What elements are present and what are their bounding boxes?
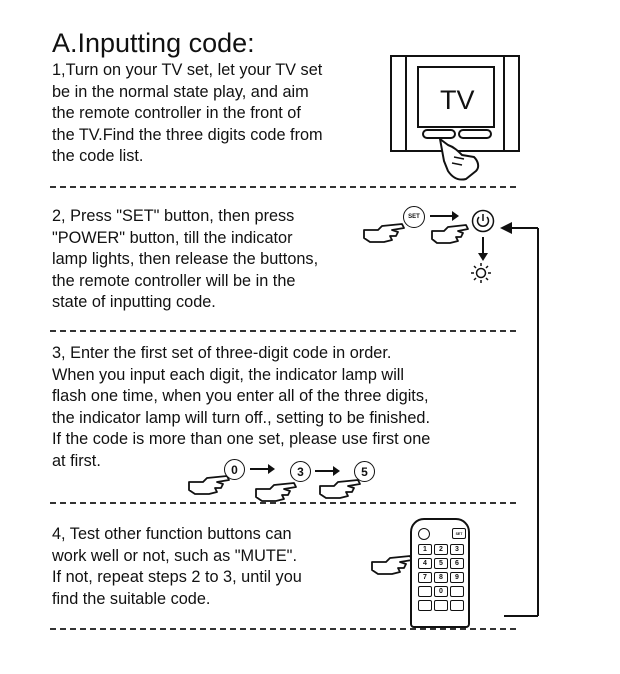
remote-key: 0 (434, 586, 448, 597)
digit-3-button-icon: 3 (290, 461, 311, 482)
step3-text: 3, Enter the first set of three-digit co… (52, 343, 430, 473)
set-button-label: SET (408, 214, 420, 220)
step2-line: "POWER" button, till the indicator (52, 228, 293, 247)
step4-line: 4, Test other function buttons can (52, 525, 292, 543)
pointing-hand-icon (319, 479, 361, 499)
step3-line: When you input each digit, the indicator… (52, 365, 405, 384)
remote-key: 6 (450, 558, 464, 569)
tv-label: TV (440, 85, 475, 115)
remote-key: 8 (434, 572, 448, 583)
digit-label: 5 (361, 464, 368, 479)
remote-key: 1 (418, 544, 432, 555)
digit-5-button-icon: 5 (354, 461, 375, 482)
digit-label: 0 (231, 462, 238, 477)
step3-line: If the code is more than one set, please… (52, 430, 431, 449)
pointing-hand-icon (363, 223, 405, 243)
step4-line: If not, repeat steps 2 to 3, until you (52, 568, 302, 587)
step3-line: at first. (52, 451, 101, 470)
step3-line: 3, Enter the first set of three-digit co… (52, 344, 392, 362)
step2-line: the remote controller will be in the (52, 271, 296, 290)
indicator-lamp-icon (471, 263, 491, 283)
remote-key-blank (450, 600, 464, 611)
remote-key: 7 (418, 572, 432, 583)
step3-line: the indicator lamp will turn off., setti… (52, 408, 430, 427)
step4-line: work well or not, such as "MUTE". (52, 546, 297, 565)
step2-line: state of inputting code. (52, 293, 216, 312)
remote-key-blank (418, 586, 432, 597)
power-button-icon (471, 209, 495, 233)
remote-key-blank (450, 586, 464, 597)
remote-keypad: 1 2 3 4 5 6 7 8 9 0 (418, 544, 464, 611)
divider (50, 330, 516, 332)
set-button-icon: SET (403, 206, 425, 228)
remote-key-blank (434, 600, 448, 611)
remote-key-blank (418, 600, 432, 611)
divider (50, 186, 516, 188)
remote-key: 4 (418, 558, 432, 569)
step2-line: 2, Press "SET" button, then press (52, 207, 295, 225)
arrow-down-icon (478, 237, 488, 261)
step1-line: the code list. (52, 147, 144, 166)
step1-line: 1,Turn on your TV set, let your TV set (52, 61, 323, 79)
remote-key: 9 (450, 572, 464, 583)
step2-text: 2, Press "SET" button, then press "POWER… (52, 206, 318, 314)
step1-text: 1,Turn on your TV set, let your TV set b… (52, 60, 323, 168)
remote-key: 2 (434, 544, 448, 555)
remote-key: 5 (434, 558, 448, 569)
divider (50, 628, 516, 630)
step4-line: find the suitable code. (52, 589, 211, 608)
arrow-right-icon (250, 464, 275, 474)
pointing-hand-icon (188, 475, 230, 495)
pointing-hand-icon (255, 482, 297, 502)
return-arrow-icon (500, 222, 539, 617)
step1-line: the remote controller in the front of (52, 104, 301, 123)
arrow-right-icon (315, 466, 340, 476)
remote-set-button: SET (452, 528, 466, 539)
tv-illustration (390, 55, 520, 181)
remote-power-icon (418, 528, 430, 540)
step1-line: the TV.Find the three digits code from (52, 125, 323, 144)
remote-control-illustration: SET 1 2 3 4 5 6 7 8 9 0 (410, 518, 470, 628)
pointing-hand-icon (371, 555, 413, 575)
step4-text: 4, Test other function buttons can work … (52, 524, 302, 610)
step3-line: flash one time, when you enter all of th… (52, 387, 429, 406)
step2-line: lamp lights, then release the buttons, (52, 250, 319, 269)
divider (50, 502, 516, 504)
digit-0-button-icon: 0 (224, 459, 245, 480)
step1-line: be in the normal state play, and aim (52, 82, 309, 101)
remote-set-label: SET (455, 531, 463, 536)
digit-label: 3 (297, 464, 304, 479)
pointing-hand-icon (431, 224, 469, 244)
arrow-right-icon (430, 211, 459, 221)
page-title: A.Inputting code: (52, 28, 255, 58)
remote-key: 3 (450, 544, 464, 555)
